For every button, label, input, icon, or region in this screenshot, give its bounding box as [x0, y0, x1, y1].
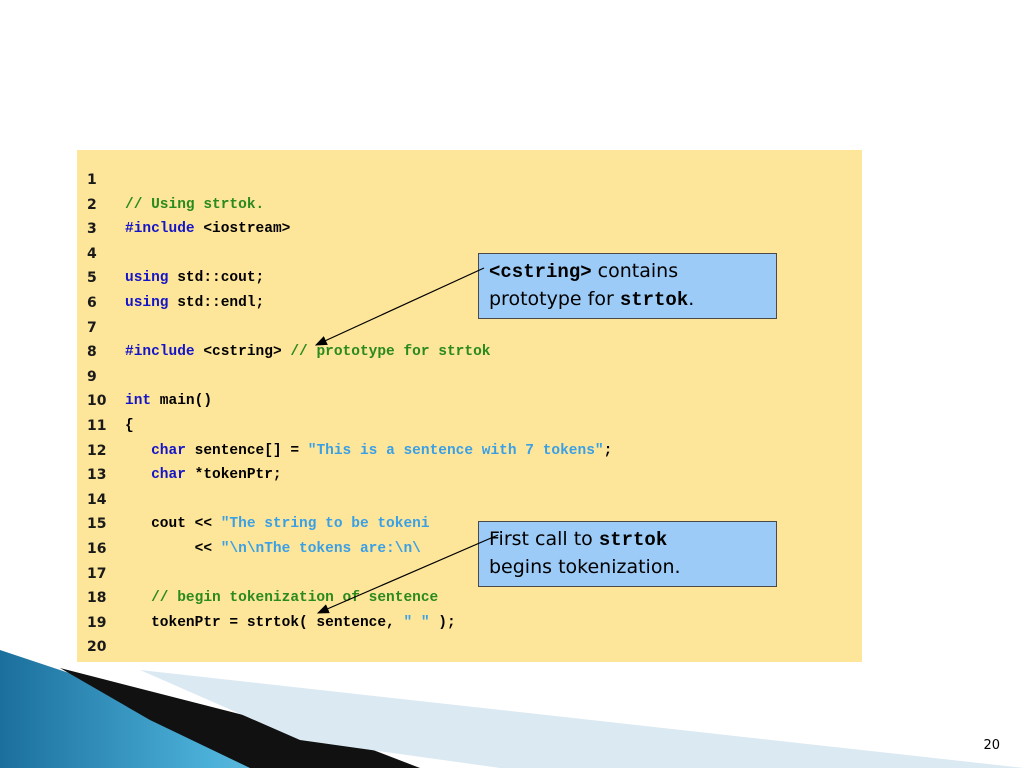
- code-token: #include: [125, 221, 195, 238]
- code-line: 18 // begin tokenization of sentence: [77, 586, 862, 610]
- line-number: 4: [87, 245, 97, 262]
- code-line: 7: [77, 316, 862, 340]
- code-line: 4: [77, 242, 862, 266]
- code-line: 10 int main(): [77, 389, 862, 413]
- code-text: cout << "The string to be tokeni: [125, 512, 430, 536]
- line-number: 16: [87, 541, 107, 557]
- code-token: // begin tokenization of sentence: [125, 590, 439, 607]
- line-number: 6: [87, 295, 97, 311]
- code-line: 2 // Using strtok.: [77, 193, 862, 217]
- code-line: 14: [77, 488, 862, 512]
- code-line: 8 #include <cstring> // prototype for str…: [77, 340, 862, 364]
- callout-text: prototype for: [489, 288, 620, 310]
- code-text: using std::endl;: [125, 291, 264, 315]
- code-token: "This is a sentence with 7 tokens": [307, 442, 604, 459]
- swoosh-light: [140, 670, 1024, 768]
- code-text: // Using strtok.: [125, 193, 264, 217]
- code-line: 20: [77, 635, 862, 659]
- code-text: #include <iostream>: [125, 217, 290, 241]
- code-token: ;: [603, 442, 613, 459]
- code-token: tokenPtr = strtok( sentence,: [125, 614, 404, 631]
- code-text: // begin tokenization of sentence: [125, 586, 438, 610]
- code-text: #include <cstring> // prototype for strt…: [125, 340, 490, 364]
- code-token: // prototype for strtok: [290, 344, 491, 361]
- callout-text: begins tokenization.: [489, 556, 681, 578]
- callout-code-strtok: strtok: [619, 289, 689, 311]
- code-text: << "\n\nThe tokens are:\n\: [125, 537, 421, 561]
- code-token: #include: [125, 344, 195, 361]
- slide-number: 20: [983, 738, 1000, 753]
- code-text: char *tokenPtr;: [125, 463, 282, 487]
- code-token: std::cout;: [168, 270, 265, 287]
- code-token: char: [151, 467, 186, 484]
- code-line: 9: [77, 365, 862, 389]
- line-number: 8: [87, 344, 97, 361]
- code-token: sentence[] =: [185, 442, 308, 459]
- code-token: );: [429, 614, 456, 631]
- callout-code-cstring: <cstring>: [489, 261, 592, 283]
- code-text: char sentence[] = "This is a sentence wi…: [125, 439, 612, 463]
- code-text: int main(): [125, 389, 212, 413]
- line-number: 10: [87, 393, 107, 410]
- code-token: char: [151, 442, 186, 459]
- code-line: 1: [77, 168, 862, 192]
- line-number: 19: [87, 614, 107, 631]
- swoosh-blue: [0, 650, 420, 768]
- callout-cstring: <cstring> contains prototype for strtok.: [478, 253, 777, 319]
- line-number: 3: [87, 221, 97, 238]
- callout-strtok: First call to strtok begins tokenization…: [478, 521, 777, 587]
- line-number: 12: [87, 442, 107, 459]
- line-number: 15: [87, 516, 107, 533]
- code-token: std::endl;: [168, 295, 265, 311]
- line-number: 11: [87, 418, 107, 434]
- line-number: 14: [87, 491, 107, 508]
- line-number: 9: [87, 368, 97, 385]
- line-number: 17: [87, 565, 107, 582]
- code-text: {: [125, 414, 134, 438]
- code-text: using std::cout;: [125, 266, 264, 290]
- code-token: [125, 467, 151, 483]
- code-token: cout <<: [125, 516, 221, 533]
- code-line: 3 #include <iostream>: [77, 217, 862, 241]
- code-line: 5 using std::cout;: [77, 266, 862, 290]
- code-line: 6 using std::endl;: [77, 291, 862, 315]
- code-token: using: [125, 270, 169, 287]
- line-number: 18: [87, 590, 107, 607]
- code-token: "\n\nThe tokens are:\n\: [220, 541, 421, 557]
- callout-text: First call to: [489, 528, 599, 550]
- callout-text: .: [688, 288, 695, 310]
- code-line: 15 cout << "The string to be tokeni: [77, 512, 862, 536]
- callout-code-strtok: strtok: [598, 529, 668, 551]
- code-line: 19 tokenPtr = strtok( sentence, " " );: [77, 611, 862, 635]
- line-number: 1: [87, 172, 97, 188]
- code-line: 17: [77, 562, 862, 586]
- code-line: 13 char *tokenPtr;: [77, 463, 862, 487]
- line-number: 13: [87, 467, 107, 484]
- code-token: " ": [403, 614, 430, 631]
- code-token: using: [125, 295, 169, 311]
- line-number: 2: [87, 196, 97, 213]
- line-number: 20: [87, 639, 107, 656]
- code-text: tokenPtr = strtok( sentence, " " );: [125, 611, 456, 635]
- line-number: 5: [87, 270, 97, 287]
- code-token: <cstring>: [194, 344, 291, 361]
- code-token: // Using strtok.: [125, 196, 265, 213]
- code-token: *tokenPtr;: [185, 467, 282, 484]
- code-token: main(): [151, 393, 213, 410]
- code-token: "The string to be tokeni: [220, 516, 430, 533]
- code-line: 11 {: [77, 414, 862, 438]
- code-token: <iostream>: [194, 221, 291, 238]
- code-token: [125, 443, 151, 459]
- code-token: <<: [125, 541, 221, 557]
- code-line: 12 char sentence[] = "This is a sentence…: [77, 439, 862, 463]
- callout-text: contains: [591, 260, 679, 282]
- code-token: {: [125, 418, 134, 434]
- code-token: int: [125, 393, 152, 410]
- line-number: 7: [87, 319, 97, 336]
